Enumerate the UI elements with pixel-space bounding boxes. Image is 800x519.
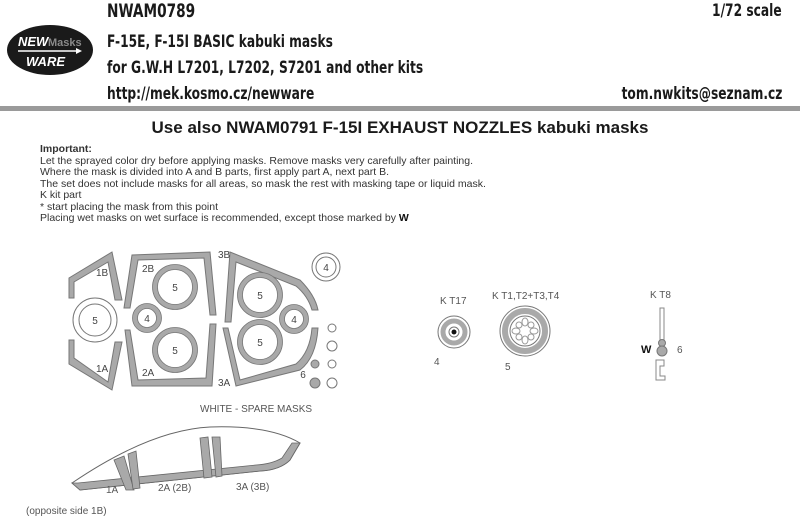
note-line: Placing wet masks on wet surface is reco… [40,212,409,224]
product-code: NWAM0789 [107,0,196,22]
svg-text:K T17: K T17 [440,296,467,307]
svg-text:2B: 2B [142,264,155,275]
new-ware-logo: NEW Masks WARE [7,25,93,75]
svg-text:Masks: Masks [48,37,82,49]
website-link[interactable]: http://mek.kosmo.cz/newware [107,84,315,104]
svg-text:5: 5 [257,338,263,349]
svg-text:5: 5 [172,283,178,294]
email-link[interactable]: tom.nwkits@seznam.cz [621,84,782,104]
svg-text:WARE: WARE [26,54,65,69]
svg-text:4: 4 [323,263,329,274]
note-line: Let the sprayed color dry before applyin… [40,154,474,167]
wet-marker-icon: W [641,344,652,356]
svg-text:(opposite side 1B): (opposite side 1B) [26,506,107,517]
note-line: * start placing the mask from this point [40,200,218,213]
svg-text:6: 6 [300,370,306,381]
svg-text:4: 4 [144,314,150,325]
canopy-diagram: 1A (opposite side 1B) 2A (2B) 3A (3B) [26,426,301,517]
important-notes: Important: Let the sprayed color dry bef… [40,143,486,225]
header-divider [0,106,800,111]
kit-parts-diagram: K T17 4 K T1,T2+T3,T4 5 K T8 6 W [434,290,683,381]
product-title: F-15E, F-15I BASIC kabuki masks [107,32,333,52]
svg-text:3B: 3B [218,250,231,261]
note-line: Where the mask is divided into A and B p… [40,166,390,178]
scale-label: 1/72 scale [712,1,782,21]
svg-text:5: 5 [257,291,263,302]
note-line: K kit part [40,189,82,201]
wet-marker-icon: W [398,212,409,224]
svg-text:2A (2B): 2A (2B) [158,483,191,494]
svg-text:1B: 1B [96,268,109,279]
svg-text:2A: 2A [142,368,155,379]
svg-text:5: 5 [92,316,98,327]
svg-text:WHITE - SPARE MASKS: WHITE - SPARE MASKS [200,404,312,415]
svg-text:3A (3B): 3A (3B) [236,482,269,493]
svg-text:3A: 3A [218,378,231,389]
svg-text:NEW: NEW [18,34,50,49]
note-line: The set does not include masks for all a… [40,177,486,190]
product-subtitle: for G.W.H L7201, L7202, S7201 and other … [107,58,424,78]
svg-text:1A: 1A [96,364,109,375]
svg-text:4: 4 [434,357,440,368]
svg-text:6: 6 [677,345,683,356]
notes-heading: Important: [40,143,92,155]
svg-text:4: 4 [291,315,297,326]
svg-text:K T1,T2+T3,T4: K T1,T2+T3,T4 [492,291,560,302]
svg-text:5: 5 [172,346,178,357]
use-also-banner: Use also NWAM0791 F-15I EXHAUST NOZZLES … [151,118,649,137]
mask-sheet-diagram: 5 5 5 5 5 4 4 4 6 1B 2B 3B 1A 2A 3A WHIT… [68,250,341,415]
svg-text:K T8: K T8 [650,290,671,301]
svg-text:1A: 1A [106,485,119,496]
svg-text:5: 5 [505,362,511,373]
